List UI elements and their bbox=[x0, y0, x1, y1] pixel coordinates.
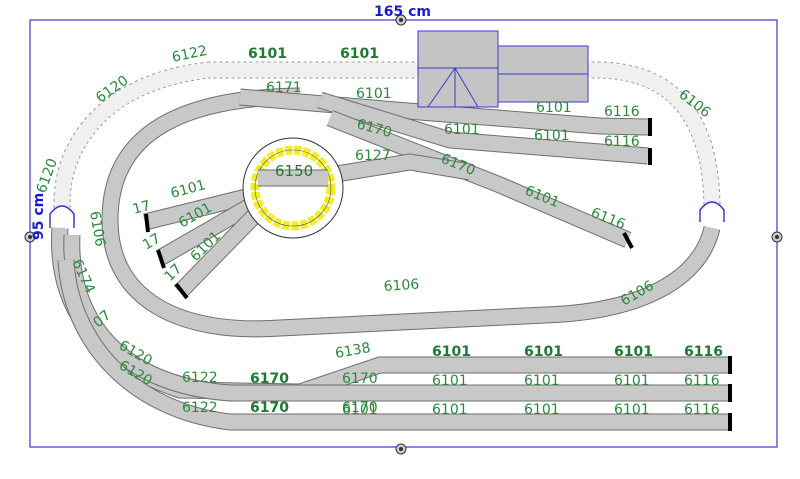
label-6171: 6171 bbox=[266, 80, 302, 96]
resize-handle-top[interactable] bbox=[395, 14, 407, 26]
label-6122-b: 6122 bbox=[182, 370, 218, 386]
label-6101-d: 6101 bbox=[536, 100, 572, 116]
resize-handle-left[interactable] bbox=[24, 231, 36, 243]
label-6106-bottom: 6106 bbox=[383, 277, 420, 295]
resize-handle-right[interactable] bbox=[771, 231, 783, 243]
station-building bbox=[417, 30, 589, 108]
label-17-a: 17 bbox=[131, 198, 152, 218]
label-6106-left: 6106 bbox=[86, 210, 108, 248]
label-6101-e: 6101 bbox=[444, 122, 480, 138]
label-6150-turntable: 6150 bbox=[275, 162, 313, 180]
label-6101-l: 6101 bbox=[524, 344, 563, 360]
label-6101-k: 6101 bbox=[432, 344, 471, 360]
label-6116-f: 6116 bbox=[684, 402, 720, 418]
label-6116-d: 6116 bbox=[684, 344, 723, 360]
label-6122-top: 6122 bbox=[171, 43, 209, 66]
label-6101-n: 6101 bbox=[432, 373, 468, 389]
label-6127: 6127 bbox=[355, 148, 391, 164]
main-oval-track bbox=[101, 87, 721, 338]
label-17-b: 17 bbox=[140, 231, 163, 254]
tunnel-portal-right bbox=[699, 201, 725, 222]
lower-yard bbox=[51, 227, 732, 431]
turntable[interactable] bbox=[242, 137, 344, 239]
label-6101-top-a: 6101 bbox=[248, 46, 287, 62]
upper-sidings bbox=[239, 88, 652, 249]
label-6116-e: 6116 bbox=[684, 373, 720, 389]
label-6170-d: 6170 bbox=[342, 371, 378, 387]
label-6101-m: 6101 bbox=[614, 344, 653, 360]
label-6101-o: 6101 bbox=[524, 373, 560, 389]
label-6101-p: 6101 bbox=[614, 373, 650, 389]
label-6101-s: 6101 bbox=[524, 402, 560, 418]
label-6101-t: 6101 bbox=[614, 402, 650, 418]
label-6170-c: 6170 bbox=[250, 371, 289, 387]
label-6101-top-b: 6101 bbox=[340, 46, 379, 62]
tunnel-portal-left bbox=[49, 205, 75, 228]
height-dimension: 95 cm bbox=[31, 193, 47, 240]
label-6138: 6138 bbox=[334, 340, 372, 362]
label-6170-f: 6170 bbox=[342, 400, 378, 416]
hidden-back-loop bbox=[53, 61, 721, 211]
label-6170-e: 6170 bbox=[250, 400, 289, 416]
label-6101-r: 6101 bbox=[432, 402, 468, 418]
label-6101-f: 6101 bbox=[534, 128, 570, 144]
resize-handle-bottom[interactable] bbox=[395, 443, 407, 455]
label-6101-h: 6101 bbox=[169, 177, 208, 202]
label-6101-q: 6101 bbox=[342, 402, 378, 418]
label-6101-c: 6101 bbox=[356, 86, 392, 102]
label-6116-a: 6116 bbox=[604, 104, 640, 120]
label-6122-c: 6122 bbox=[182, 400, 218, 416]
turntable-spurs bbox=[142, 187, 265, 300]
label-6116-b: 6116 bbox=[604, 134, 640, 150]
width-dimension: 165 cm bbox=[374, 4, 431, 20]
